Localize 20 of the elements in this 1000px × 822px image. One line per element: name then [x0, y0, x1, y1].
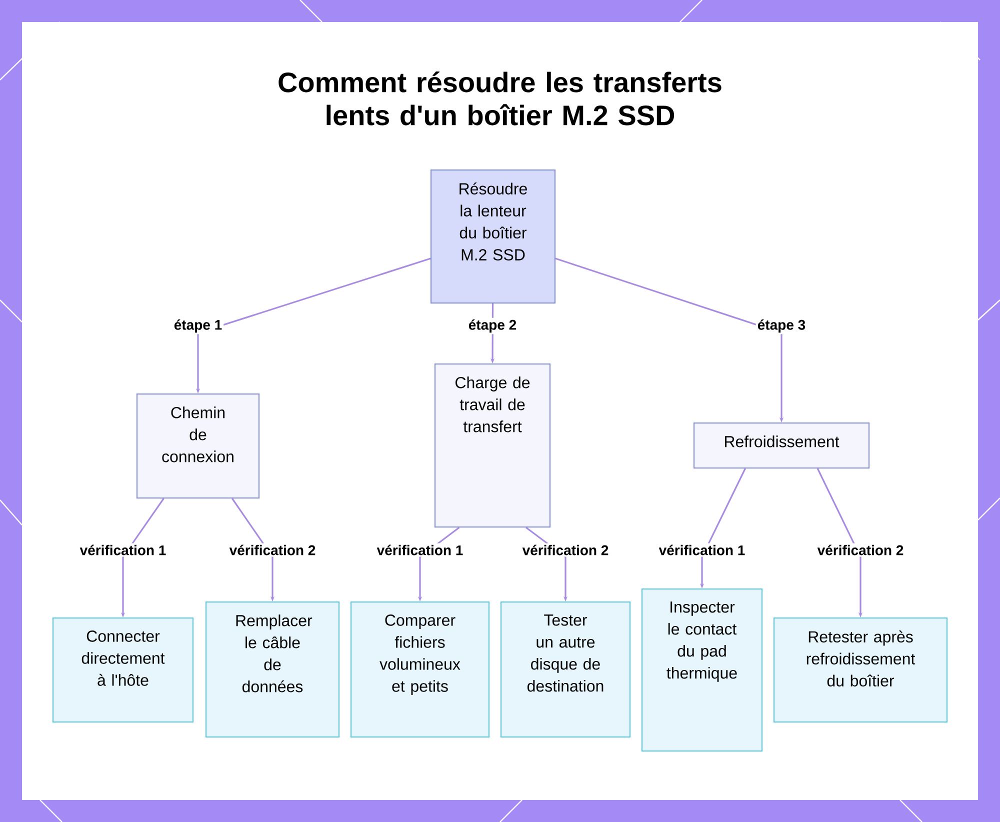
process-box: Résoudre la lenteur du boîtier M.2 SSD: [430, 170, 556, 304]
check-box: Inspecter le contact du pad thermique: [642, 588, 763, 752]
edge-label: vérification 2: [817, 544, 904, 556]
process-box: Charge de travail de transfert: [434, 364, 550, 528]
check-box: Tester un autre disque de destination: [500, 602, 630, 738]
edge-label: vérification 1: [658, 544, 745, 556]
edge-label: vérification 2: [522, 544, 608, 556]
title: Comment résoudre les transferts lents d'un boîtier M.2 SSD: [278, 72, 722, 126]
edge-label: vérification 1: [80, 544, 166, 556]
process-box: Chemin de connexion: [136, 394, 260, 498]
edge-label: vérification 2: [229, 544, 316, 556]
check-box: Retester après refroidissement du boîtier: [774, 618, 948, 722]
edge-label: étape 1: [174, 319, 222, 333]
process-box: Refroidissement: [694, 422, 870, 468]
check-box: Comparer fichiers volumineux et petits: [350, 602, 490, 738]
check-box: Remplacer le câble de données: [206, 602, 340, 738]
check-box: Connecter directement à l'hôte: [52, 618, 194, 722]
edge-label: vérification 1: [376, 544, 463, 556]
edge-label: étape 3: [758, 319, 806, 333]
edge-label: étape 2: [468, 319, 516, 333]
